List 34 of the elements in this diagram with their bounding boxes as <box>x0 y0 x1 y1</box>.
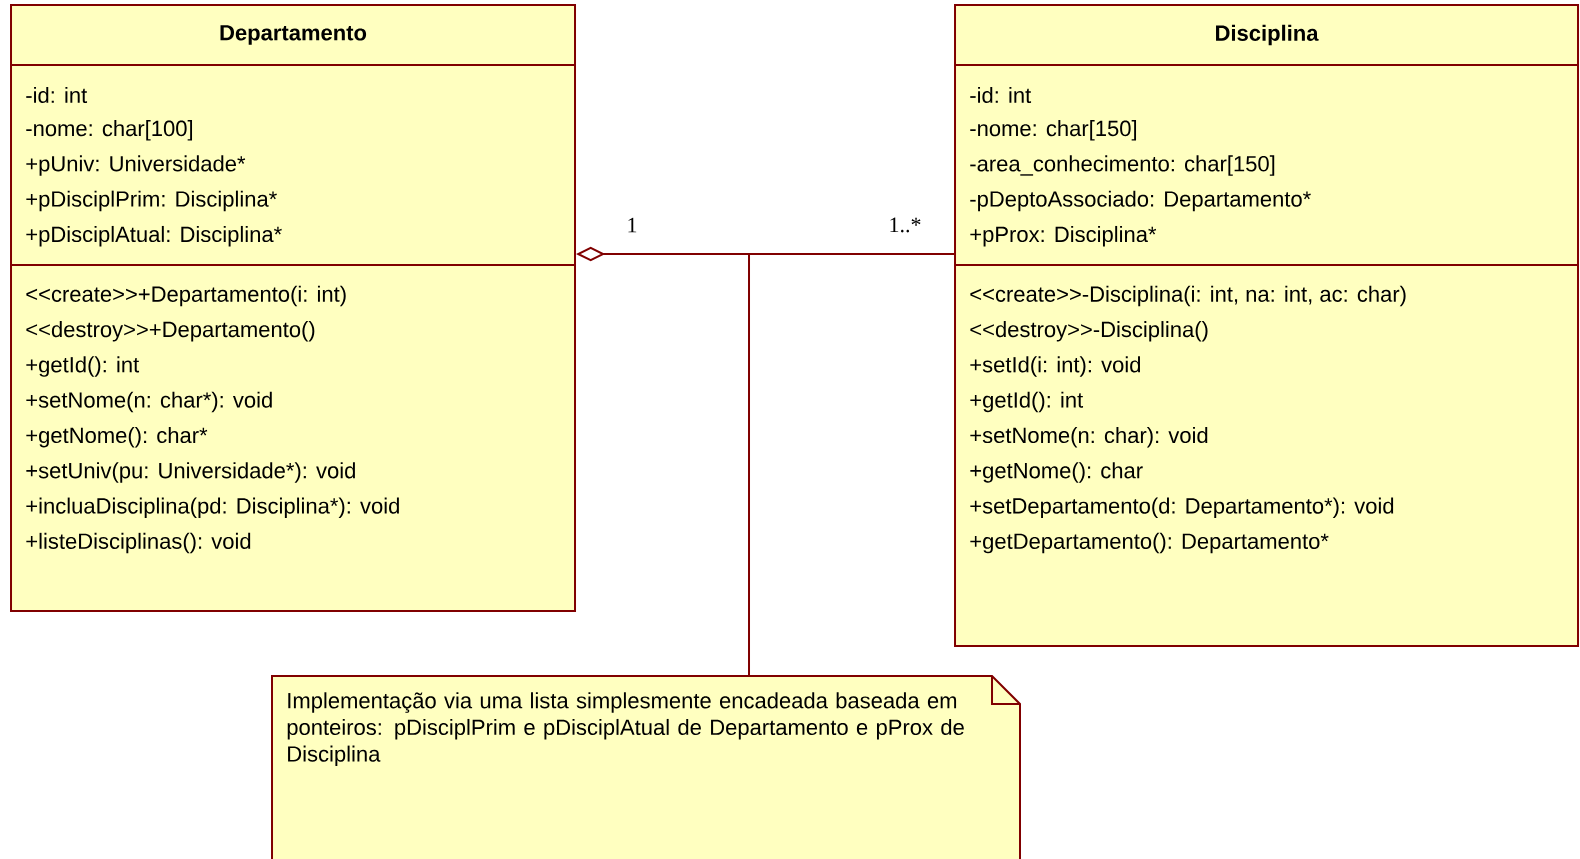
attribute: -id: int <box>26 86 88 104</box>
method: +getNome(): char* <box>26 426 208 448</box>
class-box <box>954 4 1579 647</box>
method: +getNome(): char <box>970 462 1143 483</box>
method: <<destroy>>-Disciplina() <box>970 321 1208 342</box>
note-box: Implementação via uma lista simplesmente encadeada baseada em ponteiros: pDisciplPrim e pDisciplAtual de Departamento e pProx de Disciplina <box>271 675 1021 859</box>
multiplicity: 1..* <box>890 217 921 233</box>
method: +setDepartamento(d: Departamento*): void <box>970 497 1394 519</box>
method: +listeDisciplinas(): void <box>26 532 251 554</box>
attribute: -nome: char[150] <box>970 120 1136 141</box>
method: +getDepartamento(): Departamento* <box>970 532 1329 554</box>
attribute: -area_conhecimento: char[150] <box>970 155 1275 176</box>
method: +incluaDisciplina(pd: Disciplina*): void <box>26 497 399 519</box>
multiplicity: 1 <box>628 217 637 233</box>
method: +setId(i: int): void <box>970 356 1141 377</box>
attribute: +pProx: Disciplina* <box>970 225 1157 247</box>
method: +setNome(n: char*): void <box>26 391 272 413</box>
class-name: Departamento <box>220 25 367 45</box>
method: <<create>>-Disciplina(i: int, na: int, ac: char) <box>970 285 1406 307</box>
method: +getId(): int <box>970 391 1084 413</box>
class-box <box>10 4 576 612</box>
method: +setNome(n: char): void <box>970 426 1208 448</box>
leader-line <box>748 253 750 677</box>
attribute: -pDeptoAssociado: Departamento* <box>970 190 1311 212</box>
method: <<destroy>>+Departamento() <box>26 321 315 342</box>
attribute: -id: int <box>970 86 1032 104</box>
method: +getId(): int <box>26 356 140 377</box>
method: +setUniv(pu: Universidade*): void <box>26 462 355 483</box>
attribute: +pUniv: Universidade* <box>26 155 246 176</box>
class-name: Disciplina <box>1216 24 1319 46</box>
attribute: +pDisciplPrim: Disciplina* <box>26 190 277 212</box>
attribute: -nome: char[100] <box>26 120 192 141</box>
attribute: +pDisciplAtual: Disciplina* <box>26 225 282 247</box>
method: <<create>>+Departamento(i: int) <box>26 285 346 307</box>
